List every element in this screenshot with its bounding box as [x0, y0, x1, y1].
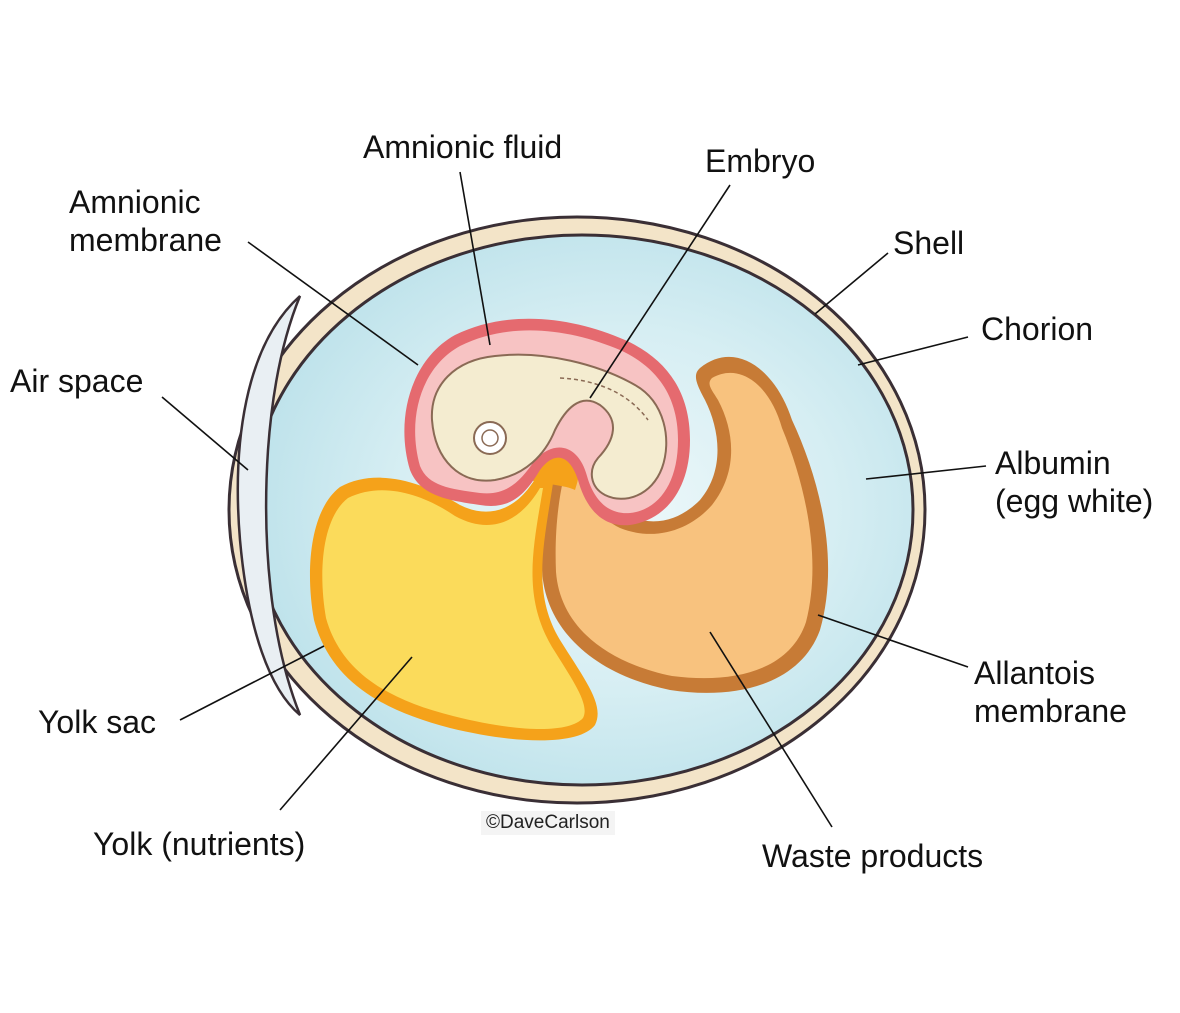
label-amnionic-membrane-line1: Amnionic	[69, 184, 201, 220]
embryo-spine	[559, 377, 649, 421]
embryo	[430, 353, 668, 500]
label-air-space: Air space	[10, 363, 144, 399]
label-amnionic-fluid: Amnionic fluid	[363, 129, 563, 165]
label-yolk-sac: Yolk sac	[38, 704, 156, 740]
label-allantois-line2: membrane	[974, 693, 1127, 729]
embryo-eye-inner	[481, 429, 499, 447]
leader-waste	[709, 631, 833, 828]
label-amnionic-membrane-line2: membrane	[69, 222, 222, 258]
leader-air-space	[161, 396, 249, 471]
leader-embryo	[589, 184, 731, 399]
label-albumin-line2: (egg white)	[995, 483, 1154, 519]
air-space	[236, 295, 302, 716]
copyright-credit: ©DaveCarlson	[481, 811, 615, 835]
label-embryo: Embryo	[705, 143, 816, 179]
label-chorion: Chorion	[981, 311, 1094, 347]
leader-amnionic-fluid	[459, 171, 491, 346]
leader-chorion	[857, 336, 969, 366]
leader-allantois	[817, 614, 969, 668]
label-shell: Shell	[893, 225, 965, 261]
leader-lines	[161, 171, 987, 828]
allantois-interior	[555, 372, 813, 679]
yolk	[322, 488, 585, 730]
label-yolk: Yolk (nutrients)	[93, 826, 306, 862]
embryo-eye	[473, 421, 507, 455]
leader-yolk	[279, 656, 413, 811]
leader-amnionic-membrane	[247, 241, 419, 366]
label-allantois-line1: Allantois	[974, 655, 1095, 691]
label-waste-products: Waste products	[762, 838, 984, 874]
leader-yolk-sac	[179, 645, 325, 721]
leader-shell	[814, 252, 889, 315]
leader-albumin	[865, 465, 987, 480]
label-albumin-line1: Albumin	[995, 445, 1111, 481]
